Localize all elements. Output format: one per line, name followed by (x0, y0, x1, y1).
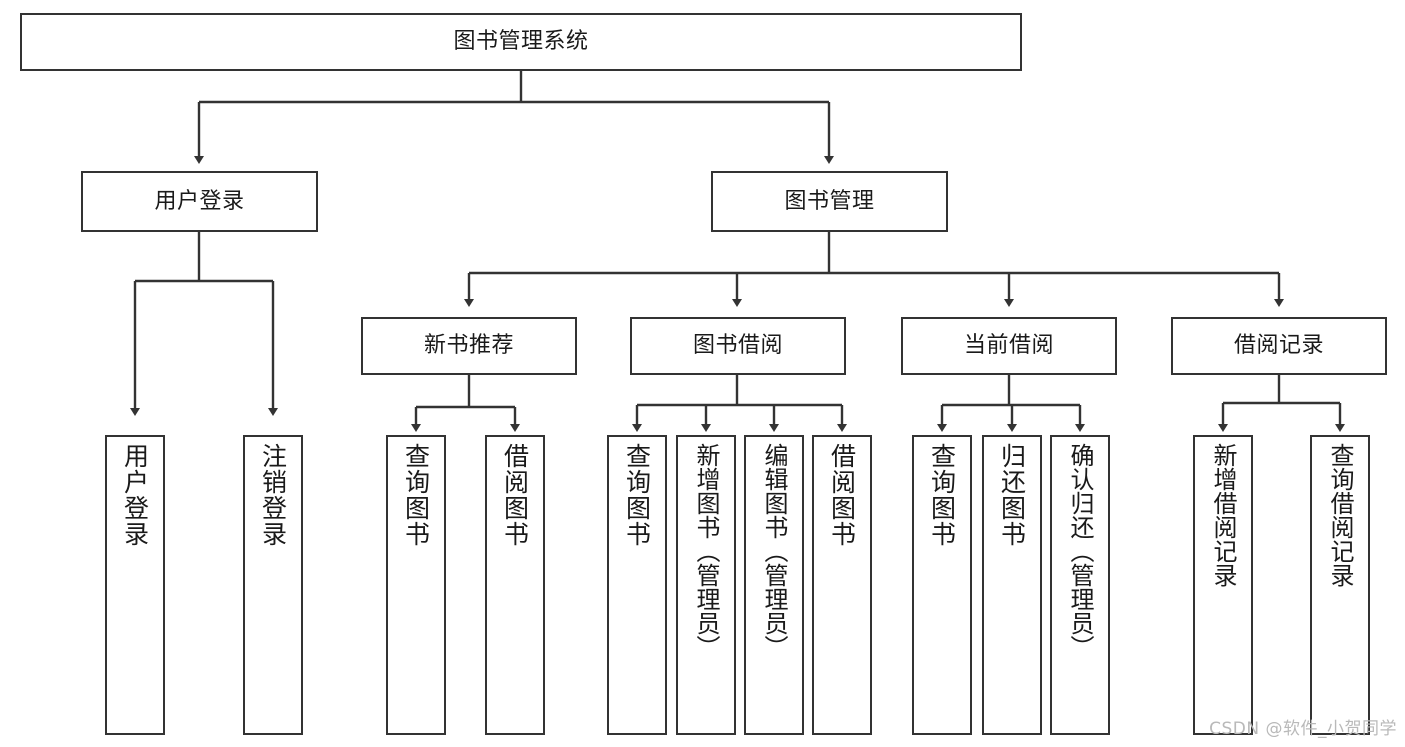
node-leaf-user-logout[interactable]: 注销登录 (243, 435, 303, 735)
node-leaf-return-book[interactable]: 归还图书 (982, 435, 1042, 735)
node-leaf-query-book-3[interactable]: 查询图书 (912, 435, 972, 735)
node-new-book-recommend-label: 新书推荐 (423, 333, 514, 359)
node-leaf-add-book-label: 新增图书（管理员） (692, 443, 720, 659)
node-leaf-edit-book[interactable]: 编辑图书（管理员） (744, 435, 804, 735)
node-root[interactable]: 图书管理系统 (20, 13, 1022, 71)
node-leaf-borrow-book-2-label: 借阅图书 (827, 443, 857, 547)
node-leaf-query-book-2[interactable]: 查询图书 (607, 435, 667, 735)
node-leaf-borrow-book-1-label: 借阅图书 (500, 443, 530, 547)
node-root-label: 图书管理系统 (453, 29, 589, 55)
node-current-borrow[interactable]: 当前借阅 (901, 317, 1117, 375)
node-leaf-add-book[interactable]: 新增图书（管理员） (676, 435, 736, 735)
node-leaf-query-record-label: 查询借阅记录 (1326, 443, 1354, 587)
node-leaf-query-book-1[interactable]: 查询图书 (386, 435, 446, 735)
node-leaf-borrow-book-1[interactable]: 借阅图书 (485, 435, 545, 735)
node-leaf-user-login[interactable]: 用户登录 (105, 435, 165, 735)
node-borrow-record-label: 借阅记录 (1233, 333, 1324, 359)
node-user-login-label: 用户登录 (154, 188, 245, 214)
node-current-borrow-label: 当前借阅 (963, 333, 1054, 359)
node-leaf-user-login-label: 用户登录 (120, 443, 150, 547)
node-leaf-add-record-label: 新增借阅记录 (1209, 443, 1237, 587)
node-leaf-query-record[interactable]: 查询借阅记录 (1310, 435, 1370, 735)
node-leaf-edit-book-label: 编辑图书（管理员） (760, 443, 788, 659)
node-leaf-add-record[interactable]: 新增借阅记录 (1193, 435, 1253, 735)
node-leaf-borrow-book-2[interactable]: 借阅图书 (812, 435, 872, 735)
node-new-book-recommend[interactable]: 新书推荐 (361, 317, 577, 375)
node-book-management-label: 图书管理 (784, 188, 875, 214)
node-leaf-query-book-3-label: 查询图书 (927, 443, 957, 547)
node-leaf-confirm-return-label: 确认归还（管理员） (1066, 443, 1094, 659)
node-book-borrow-label: 图书借阅 (692, 333, 783, 359)
node-leaf-query-book-1-label: 查询图书 (401, 443, 431, 547)
node-leaf-return-book-label: 归还图书 (997, 443, 1027, 547)
node-user-login[interactable]: 用户登录 (81, 171, 318, 232)
node-leaf-query-book-2-label: 查询图书 (622, 443, 652, 547)
node-book-management[interactable]: 图书管理 (711, 171, 948, 232)
watermark-text: CSDN @软件_小贺同学 (1209, 719, 1397, 739)
node-leaf-confirm-return[interactable]: 确认归还（管理员） (1050, 435, 1110, 735)
node-leaf-user-logout-label: 注销登录 (258, 443, 288, 547)
node-borrow-record[interactable]: 借阅记录 (1171, 317, 1387, 375)
node-book-borrow[interactable]: 图书借阅 (630, 317, 846, 375)
